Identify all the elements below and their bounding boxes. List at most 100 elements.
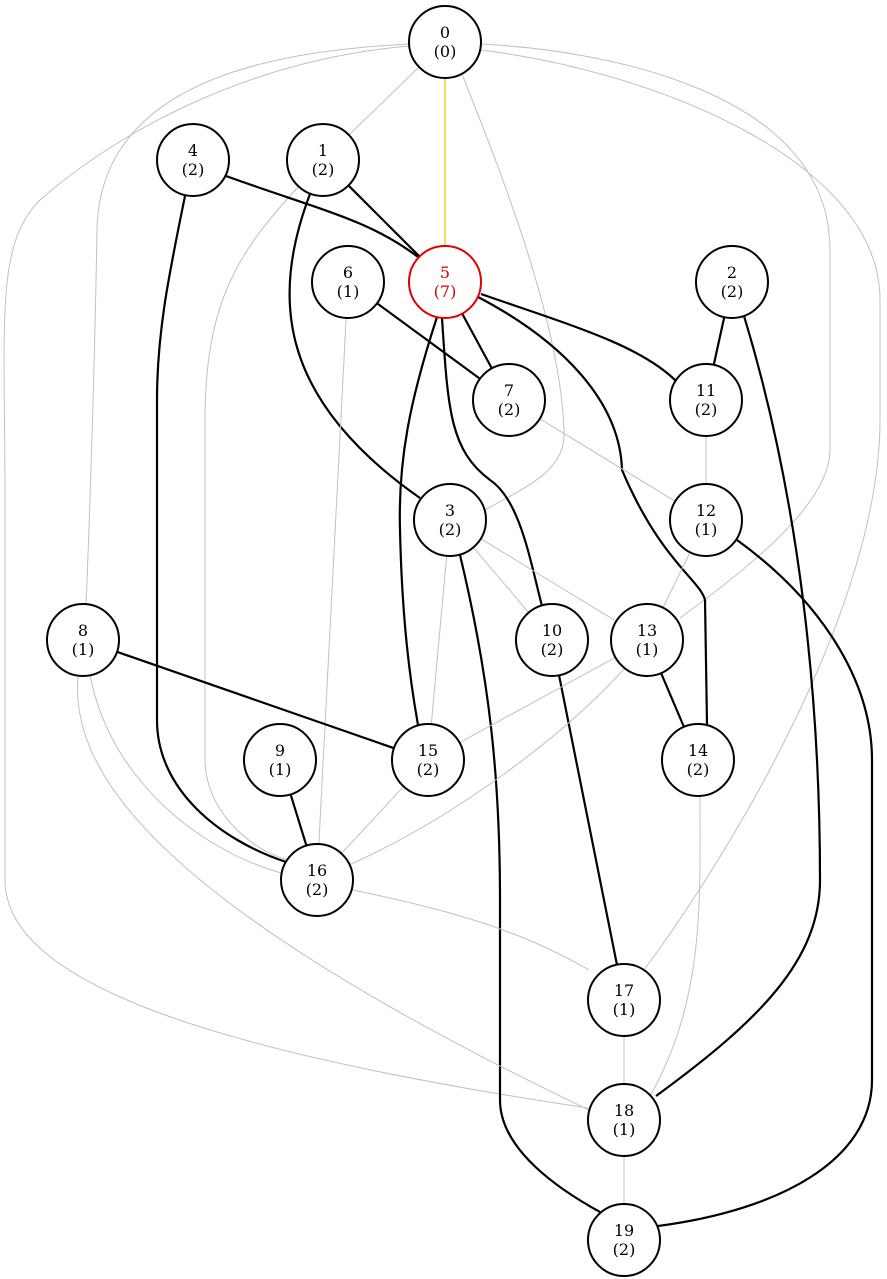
node-id-label: 16 (307, 861, 327, 880)
edge-0-13 (480, 43, 831, 619)
node-id-label: 12 (696, 501, 716, 520)
node-circle (515, 603, 589, 677)
node-circle (286, 123, 360, 197)
node-circle (280, 843, 354, 917)
edge-0-8 (85, 43, 410, 605)
node-id-label: 13 (637, 621, 657, 640)
node-circle (587, 1083, 661, 1157)
edge-0-18 (3, 45, 589, 1109)
node-16[interactable]: 16(2) (280, 843, 354, 917)
node-value-label: (1) (613, 1120, 636, 1139)
node-circle (661, 723, 735, 797)
node-circle (243, 723, 317, 797)
node-circle (46, 603, 120, 677)
node-value-label: (1) (269, 760, 292, 779)
edge-13-14 (660, 672, 685, 728)
edge-2-11 (712, 316, 726, 366)
node-value-label: (2) (498, 400, 521, 419)
node-1[interactable]: 1(2) (286, 123, 360, 197)
node-19[interactable]: 19(2) (587, 1203, 661, 1277)
node-id-label: 7 (504, 381, 514, 400)
edge-0-17 (479, 49, 881, 971)
node-circle (413, 483, 487, 557)
edge-3-13 (480, 538, 617, 622)
node-circle (610, 603, 684, 677)
node-id-label: 9 (275, 741, 285, 760)
edge-12-13 (662, 552, 691, 608)
edge-3-10 (472, 547, 530, 613)
edge-8-15 (116, 650, 395, 750)
node-value-label: (2) (695, 400, 718, 419)
edge-5-11 (480, 292, 677, 382)
node-id-label: 10 (542, 621, 562, 640)
node-2[interactable]: 2(2) (695, 245, 769, 319)
edge-6-7 (376, 302, 481, 380)
edge-3-15 (430, 555, 448, 725)
node-value-label: (2) (312, 160, 335, 179)
edge-0-3 (461, 73, 565, 511)
node-7[interactable]: 7(2) (472, 363, 546, 437)
node-value-label: (2) (439, 520, 462, 539)
node-value-label: (0) (434, 42, 457, 61)
node-15[interactable]: 15(2) (391, 723, 465, 797)
node-value-label: (2) (721, 282, 744, 301)
node-id-label: 18 (614, 1101, 634, 1120)
node-9[interactable]: 9(1) (243, 723, 317, 797)
node-value-label: (2) (541, 640, 564, 659)
node-circle (391, 723, 465, 797)
node-12[interactable]: 12(1) (669, 483, 743, 557)
edge-5-14 (477, 296, 709, 725)
node-11[interactable]: 11(2) (669, 363, 743, 437)
edge-8-16 (89, 674, 282, 874)
node-id-label: 0 (440, 23, 450, 42)
node-value-label: (1) (636, 640, 659, 659)
edge-13-16 (348, 667, 626, 866)
node-id-label: 6 (343, 263, 353, 282)
node-10[interactable]: 10(2) (515, 603, 589, 677)
edge-5-15 (398, 316, 439, 726)
node-6[interactable]: 6(1) (311, 245, 385, 319)
edge-1-16 (204, 185, 300, 861)
node-id-label: 5 (440, 263, 450, 282)
node-value-label: (7) (434, 282, 457, 301)
edge-15-16 (341, 786, 404, 854)
node-5[interactable]: 5(7) (408, 245, 482, 319)
edge-8-18 (76, 675, 590, 1111)
edge-7-12 (539, 418, 676, 502)
edge-1-5 (347, 184, 421, 258)
edge-4-5 (225, 174, 419, 258)
node-0[interactable]: 0(0) (408, 5, 482, 79)
edge-12-19 (657, 539, 874, 1228)
edge-2-18 (655, 315, 822, 1097)
edge-16-17 (352, 889, 590, 971)
edge-1-3 (288, 193, 421, 499)
node-18[interactable]: 18(1) (587, 1083, 661, 1157)
node-id-label: 17 (614, 981, 634, 1000)
node-17[interactable]: 17(1) (587, 963, 661, 1037)
edge-10-17 (557, 675, 619, 965)
node-14[interactable]: 14(2) (661, 723, 735, 797)
node-value-label: (1) (337, 282, 360, 301)
node-3[interactable]: 3(2) (413, 483, 487, 557)
edge-3-19 (458, 554, 601, 1213)
node-id-label: 4 (188, 141, 198, 160)
node-value-label: (1) (72, 640, 95, 659)
node-value-label: (2) (613, 1240, 636, 1259)
edge-14-18 (649, 795, 701, 1097)
edge-5-7 (461, 313, 493, 369)
node-id-label: 11 (696, 381, 716, 400)
node-id-label: 8 (78, 621, 88, 640)
node-id-label: 1 (318, 141, 328, 160)
node-id-label: 19 (614, 1221, 634, 1240)
node-id-label: 14 (688, 741, 708, 760)
node-id-label: 2 (727, 263, 737, 282)
node-value-label: (2) (182, 160, 205, 179)
node-4[interactable]: 4(2) (156, 123, 230, 197)
node-13[interactable]: 13(1) (610, 603, 684, 677)
node-8[interactable]: 8(1) (46, 603, 120, 677)
node-value-label: (2) (687, 760, 710, 779)
node-circle (311, 245, 385, 319)
edge-5-10 (440, 317, 544, 607)
edge-13-15 (459, 656, 616, 744)
